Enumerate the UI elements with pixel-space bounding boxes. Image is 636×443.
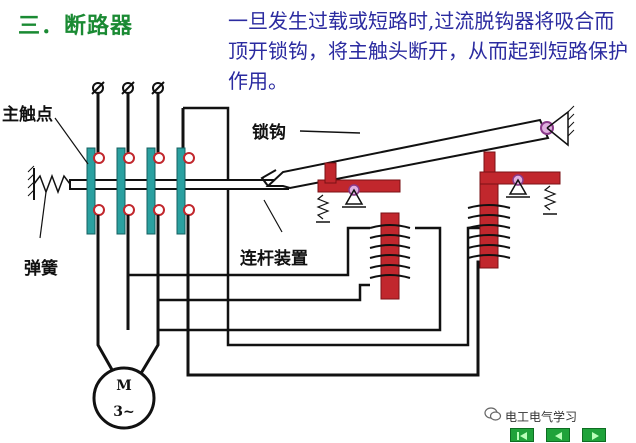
wechat-icon [484,407,502,421]
latch-hook-end [260,169,277,187]
label-linkage: 连杆装置 [240,249,308,269]
slide-nav [510,428,630,442]
coil1-wire-b [156,283,370,302]
contact-bars [86,147,186,235]
leader-spring [39,191,47,239]
first-slide-button[interactable] [510,428,534,442]
coil-2 [467,204,511,259]
label-latch: 锁钩 [252,123,286,143]
next-slide-icon [592,432,599,440]
magnet-core-2 [479,171,499,269]
trip-spring-right [543,185,557,211]
prev-slide-icon [555,432,562,440]
label-spring: 弹簧 [24,259,58,279]
motor-label-m: M [116,378,132,394]
motor-circle [92,366,156,430]
trip-spring-left [316,194,330,220]
slide-title: 三．断路器 [18,14,134,39]
watermark-text: 电工电气学习 [505,410,578,424]
spring-left [33,173,71,195]
supply-terminals [91,81,165,95]
slide-description: 一旦发生过载或短路时,过流脱钩器将吸合而顶开锁钩，将主触头断开，从而起到短路保护… [228,9,628,93]
label-main-contact: 主触点 [2,105,53,125]
coil1-return [158,226,442,332]
leader-linkage [263,199,283,233]
coil-1 [369,224,411,279]
motor-label-phase: 3~ [113,404,135,420]
latch-lever [265,118,550,190]
first-slide-icon [517,432,527,440]
next-slide-button[interactable] [582,428,606,442]
leader-main-contact [54,117,89,165]
prev-slide-button[interactable] [546,428,570,442]
supply-lines [96,92,160,158]
control-wire-top [183,106,498,347]
coil1-wire [126,226,370,277]
